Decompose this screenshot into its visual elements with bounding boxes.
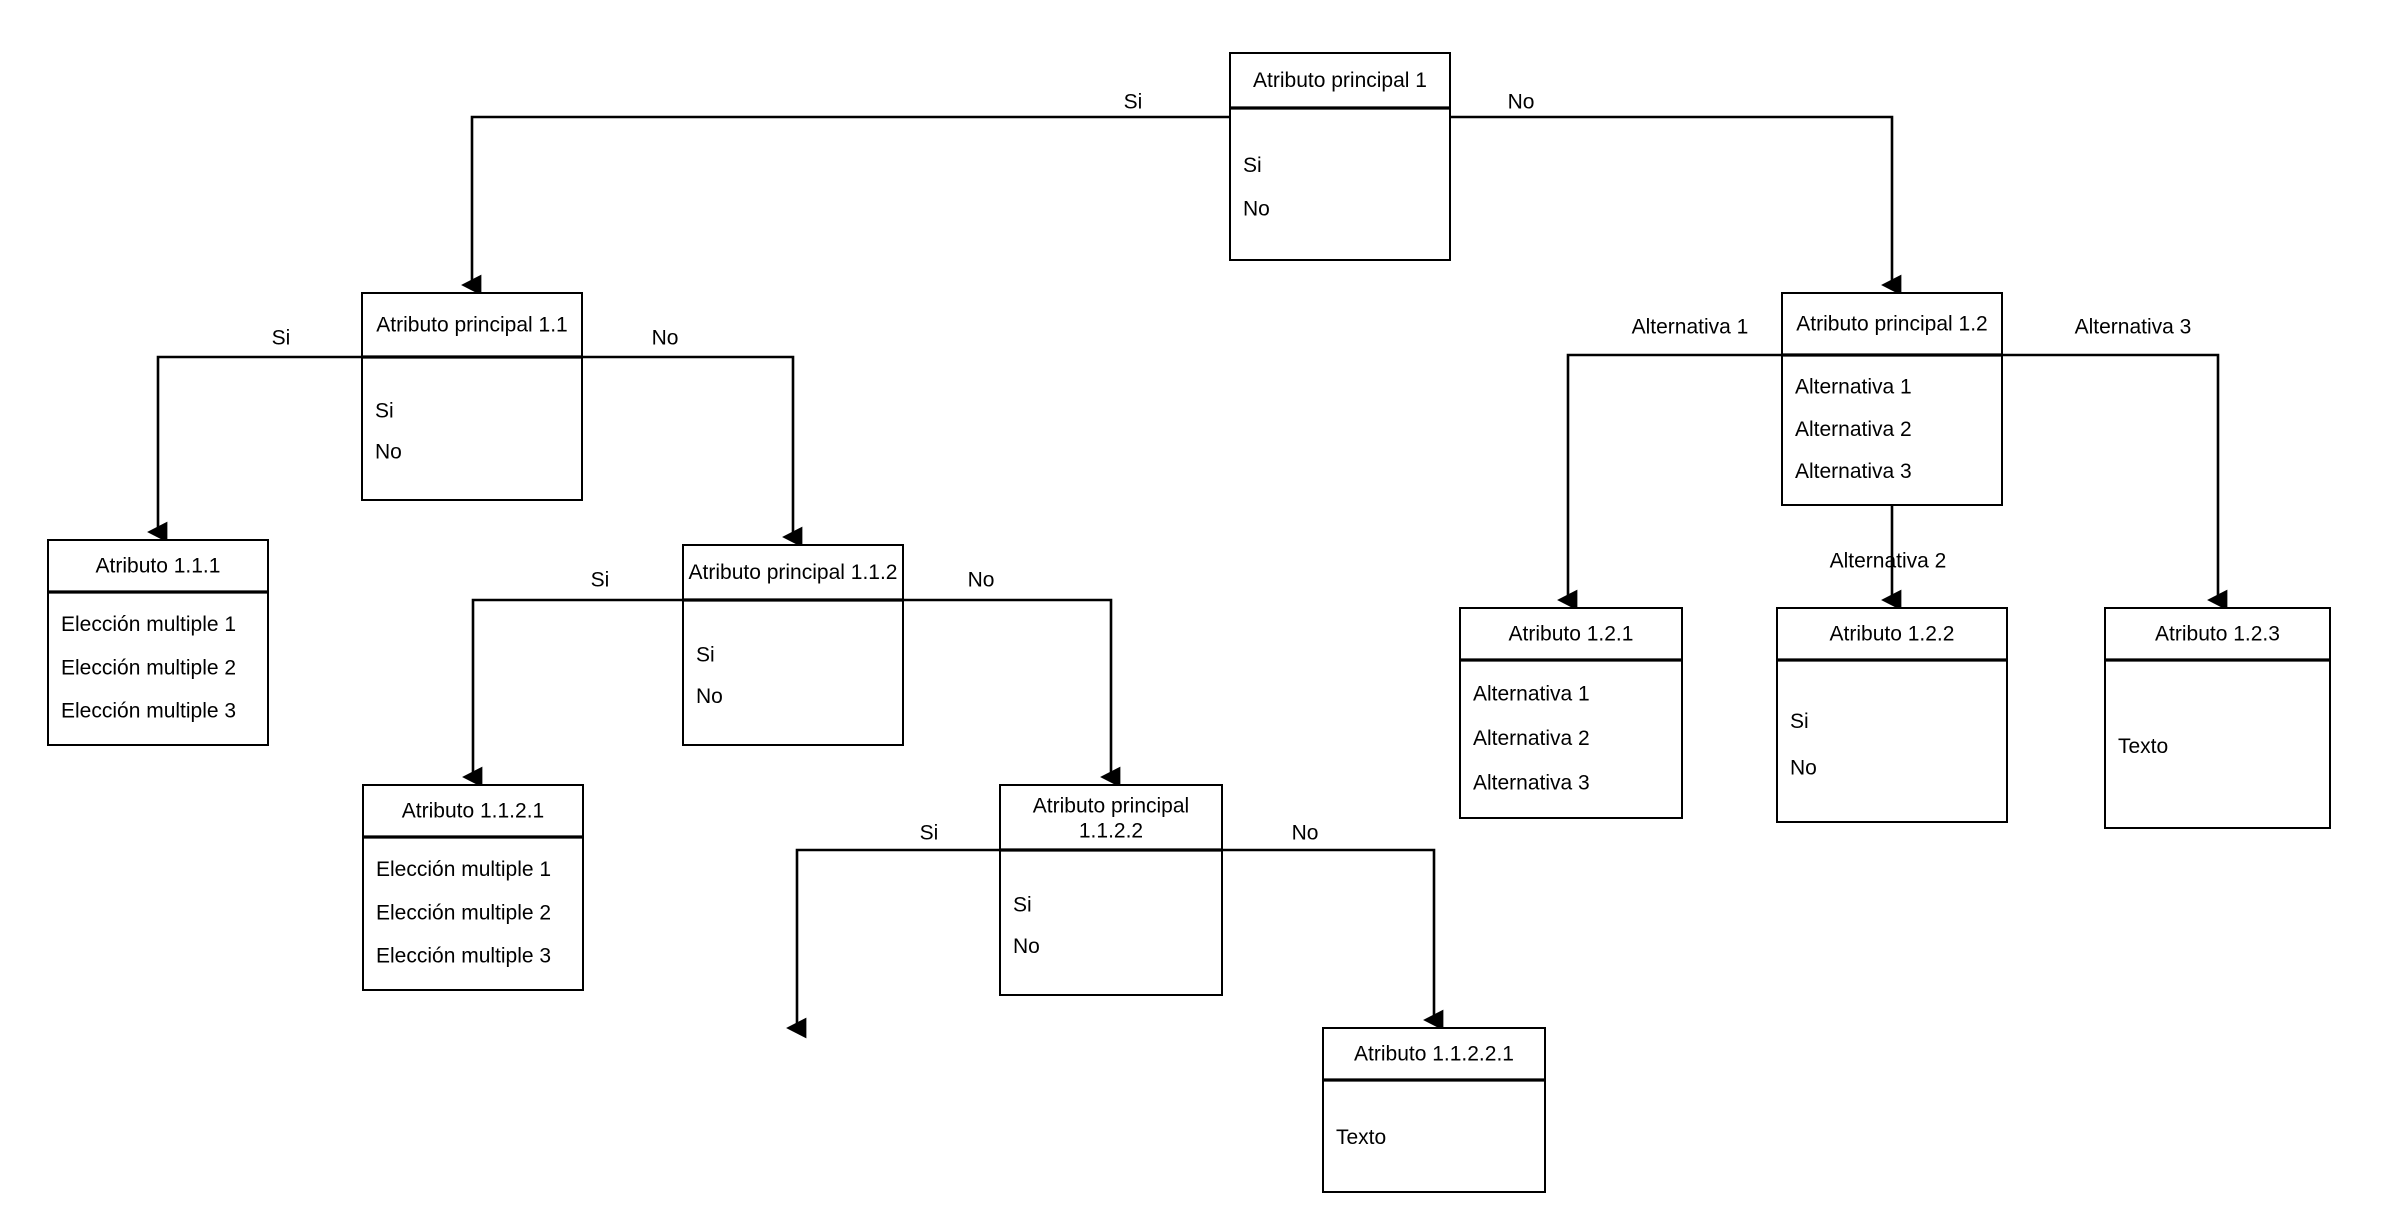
node-option[interactable]: Si xyxy=(696,643,715,666)
node-box[interactable] xyxy=(362,784,584,991)
edge-label-n1122-no: No xyxy=(1292,822,1319,845)
node-title: Atributo 1.2.2 xyxy=(1830,623,1955,646)
edge-n112-no xyxy=(903,598,1121,788)
edge-label-root-si: Si xyxy=(1124,91,1143,114)
node-option[interactable]: Alternativa 3 xyxy=(1473,771,1590,794)
edge-label-n12-alt3: Alternativa 3 xyxy=(2075,316,2192,339)
node-box[interactable] xyxy=(2104,607,2331,829)
node-title: Atributo 1.1.1 xyxy=(96,555,221,578)
edge-n12-alt1 xyxy=(1557,353,1782,611)
edge-n1122-si-dangling xyxy=(786,848,1000,1039)
node-option[interactable]: Elección multiple 2 xyxy=(376,901,551,924)
node-option[interactable]: No xyxy=(1013,935,1040,958)
node-box[interactable] xyxy=(1322,1027,1546,1193)
edge-label-n112-si: Si xyxy=(591,569,610,592)
edge-n1122-no xyxy=(1222,848,1444,1031)
edge-label-root-no: No xyxy=(1508,91,1535,114)
node-box[interactable] xyxy=(1459,607,1683,819)
node-option[interactable]: Alternativa 1 xyxy=(1473,682,1590,705)
node-option[interactable]: No xyxy=(1243,198,1270,221)
node-box[interactable] xyxy=(1776,607,2008,823)
node-option[interactable]: Elección multiple 1 xyxy=(376,858,551,881)
node-title: Atributo principal 1.1 xyxy=(376,314,567,337)
node-option[interactable]: Alternativa 3 xyxy=(1795,460,1912,483)
edge-label-n12-alt2: Alternativa 2 xyxy=(1830,550,1947,573)
node-title: Atributo 1.1.2.2.1 xyxy=(1354,1043,1514,1066)
node-option[interactable]: Texto xyxy=(1336,1126,1386,1149)
node-option[interactable]: Texto xyxy=(2118,735,2168,758)
edge-label-n112-no: No xyxy=(968,569,995,592)
node-box[interactable] xyxy=(47,539,269,746)
edge-label-n12-alt1: Alternativa 1 xyxy=(1632,316,1749,339)
node-box[interactable] xyxy=(682,544,904,746)
node-option[interactable]: No xyxy=(1790,756,1817,779)
node-option[interactable]: Elección multiple 2 xyxy=(61,656,236,679)
node-title: Atributo principal 1 xyxy=(1253,69,1427,92)
edge-n11-no xyxy=(582,355,803,548)
node-option[interactable]: Si xyxy=(1790,710,1809,733)
node-title: Atributo principal 1.1.2 xyxy=(689,561,898,584)
node-box[interactable] xyxy=(999,784,1223,996)
node-option[interactable]: Elección multiple 3 xyxy=(61,699,236,722)
edge-n11-si xyxy=(147,355,362,543)
node-box[interactable] xyxy=(1781,292,2003,506)
node-title: Atributo 1.2.3 xyxy=(2155,623,2280,646)
edge-label-n11-si: Si xyxy=(272,327,291,350)
node-box[interactable] xyxy=(361,292,583,501)
node-option[interactable]: No xyxy=(696,685,723,708)
node-option[interactable]: Alternativa 1 xyxy=(1795,376,1912,399)
edge-n112-si xyxy=(462,598,683,788)
edge-n12-alt3 xyxy=(2002,353,2228,611)
node-title: Atributo 1.2.1 xyxy=(1509,623,1634,646)
node-option[interactable]: Si xyxy=(375,400,394,423)
node-title: Atributo 1.1.2.1 xyxy=(402,800,544,823)
node-option[interactable]: Si xyxy=(1013,893,1032,916)
node-option[interactable]: Si xyxy=(1243,154,1262,177)
node-option[interactable]: Elección multiple 1 xyxy=(61,613,236,636)
edges-layer xyxy=(147,115,2228,1039)
node-title: Atributo principal 1.2 xyxy=(1796,313,1987,336)
edge-label-n11-no: No xyxy=(652,327,679,350)
node-option[interactable]: No xyxy=(375,441,402,464)
node-option[interactable]: Alternativa 2 xyxy=(1473,727,1590,750)
node-box[interactable] xyxy=(1229,52,1451,261)
node-option[interactable]: Elección multiple 3 xyxy=(376,944,551,967)
node-option[interactable]: Alternativa 2 xyxy=(1795,418,1912,441)
edge-root-no xyxy=(1450,115,1902,296)
edge-root-si xyxy=(461,115,1230,296)
edge-label-n1122-si: Si xyxy=(920,822,939,845)
